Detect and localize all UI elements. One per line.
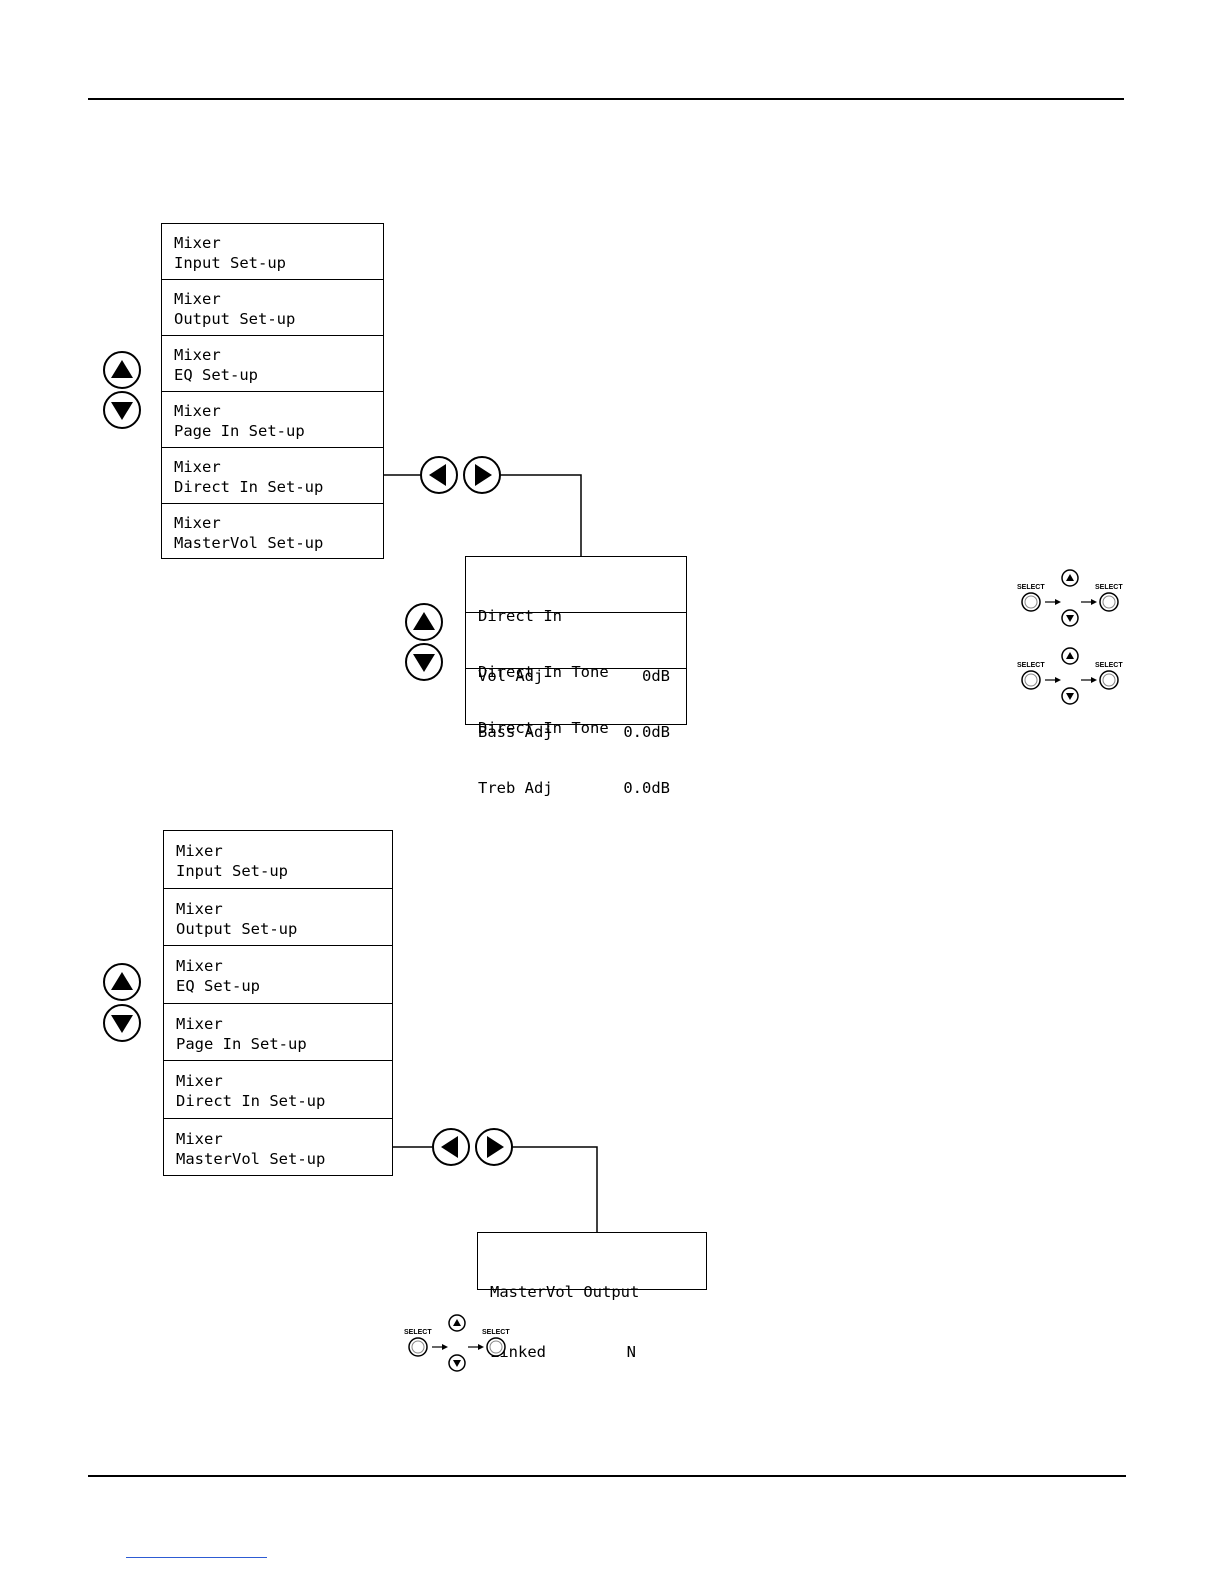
- submenu-item-treb-adj[interactable]: Direct In Tone Treb Adj 0.0dB: [466, 669, 686, 797]
- menu-item-line2: Page In Set-up: [176, 1034, 307, 1053]
- select-label: SELECT: [1095, 584, 1123, 591]
- menu-item-line1: Mixer: [176, 957, 223, 976]
- submenu-item-line1: Direct In: [478, 607, 562, 625]
- submenu-item-line1: Direct In Tone: [478, 663, 609, 681]
- submenu-item-label: Treb Adj: [478, 779, 553, 797]
- menu-item-line1: Mixer: [176, 1072, 223, 1091]
- menu-item-line1: Mixer: [174, 514, 221, 532]
- menu-item-line1: Mixer: [174, 402, 221, 420]
- up-arrow-button-icon[interactable]: [103, 351, 141, 389]
- submenu-item-bass-adj[interactable]: Direct In Tone Bass Adj 0.0dB: [466, 613, 686, 741]
- menu-item-line1: Mixer: [174, 290, 221, 308]
- select-sequence-mastervol: SELECT SELECT: [404, 1314, 510, 1372]
- menu-item-line2: Output Set-up: [174, 310, 296, 328]
- submenu-item-value: 0.0dB: [623, 723, 670, 741]
- submenu-item-label: Vol Adj: [478, 667, 544, 685]
- up-arrow-button-icon[interactable]: [103, 963, 141, 1001]
- menu-item-line2: Input Set-up: [174, 254, 286, 272]
- select-label: SELECT: [404, 1329, 432, 1336]
- submenu-item-label: Bass Adj: [478, 723, 553, 741]
- menu-item-line1: Mixer: [174, 346, 221, 364]
- menu-item-line2: Direct In Set-up: [176, 1092, 326, 1111]
- menu-item-line1: Mixer: [176, 1129, 223, 1148]
- menu-item-line2: MasterVol Set-up: [174, 534, 324, 552]
- menu-item-line1: Mixer: [176, 1014, 223, 1033]
- submenu-item-line1: MasterVol Output: [490, 1283, 640, 1301]
- down-arrow-button-icon[interactable]: [103, 391, 141, 429]
- direct-in-submenu: Direct In Vol Adj 0dB Direct In Tone Bass…: [465, 556, 687, 797]
- top-rule: [88, 98, 1124, 100]
- right-arrow-button-icon[interactable]: [463, 456, 501, 494]
- select-sequence-tone: SELECT SELECT: [1017, 647, 1123, 705]
- select-label: SELECT: [1017, 662, 1045, 669]
- menu-item-line1: Mixer: [174, 458, 221, 476]
- submenu-item-value: 0.0dB: [623, 779, 670, 797]
- select-label: SELECT: [1017, 584, 1045, 591]
- select-sequence-vol-adj: SELECT SELECT: [1017, 569, 1123, 627]
- down-arrow-button-icon[interactable]: [405, 643, 443, 681]
- menu-item-eq-setup[interactable]: Mixer EQ Set-up: [162, 336, 383, 392]
- menu-item-line2: Page In Set-up: [174, 422, 305, 440]
- menu-item-line2: Direct In Set-up: [174, 478, 324, 496]
- submenu-item-vol-adj[interactable]: Direct In Vol Adj 0dB: [466, 557, 686, 685]
- select-label: SELECT: [1095, 662, 1123, 669]
- right-arrow-button-icon[interactable]: [475, 1128, 513, 1166]
- menu-item-line2: Output Set-up: [176, 919, 298, 938]
- down-arrow-button-icon[interactable]: [103, 1004, 141, 1042]
- bottom-rule: [88, 1475, 1126, 1477]
- up-arrow-button-icon[interactable]: [405, 603, 443, 641]
- menu-item-line1: Mixer: [176, 899, 223, 918]
- submenu-item-line1: Direct In Tone: [478, 719, 609, 737]
- submenu-item-value: 0dB: [642, 667, 670, 685]
- menu-item-line1: Mixer: [176, 842, 223, 860]
- connector-line: [500, 474, 582, 556]
- menu-item-line2: EQ Set-up: [176, 977, 260, 996]
- menu-item-line2: MasterVol Set-up: [176, 1149, 326, 1168]
- select-label: SELECT: [482, 1329, 510, 1336]
- left-arrow-button-icon[interactable]: [432, 1128, 470, 1166]
- connector-line: [512, 1146, 598, 1232]
- footer-link-underline[interactable]: [126, 1557, 267, 1558]
- menu-item-line2: Input Set-up: [176, 862, 288, 880]
- submenu-item-value: N: [626, 1343, 636, 1361]
- menu-item-line2: EQ Set-up: [174, 366, 258, 384]
- menu-item-line1: Mixer: [174, 234, 221, 252]
- left-arrow-button-icon[interactable]: [420, 456, 458, 494]
